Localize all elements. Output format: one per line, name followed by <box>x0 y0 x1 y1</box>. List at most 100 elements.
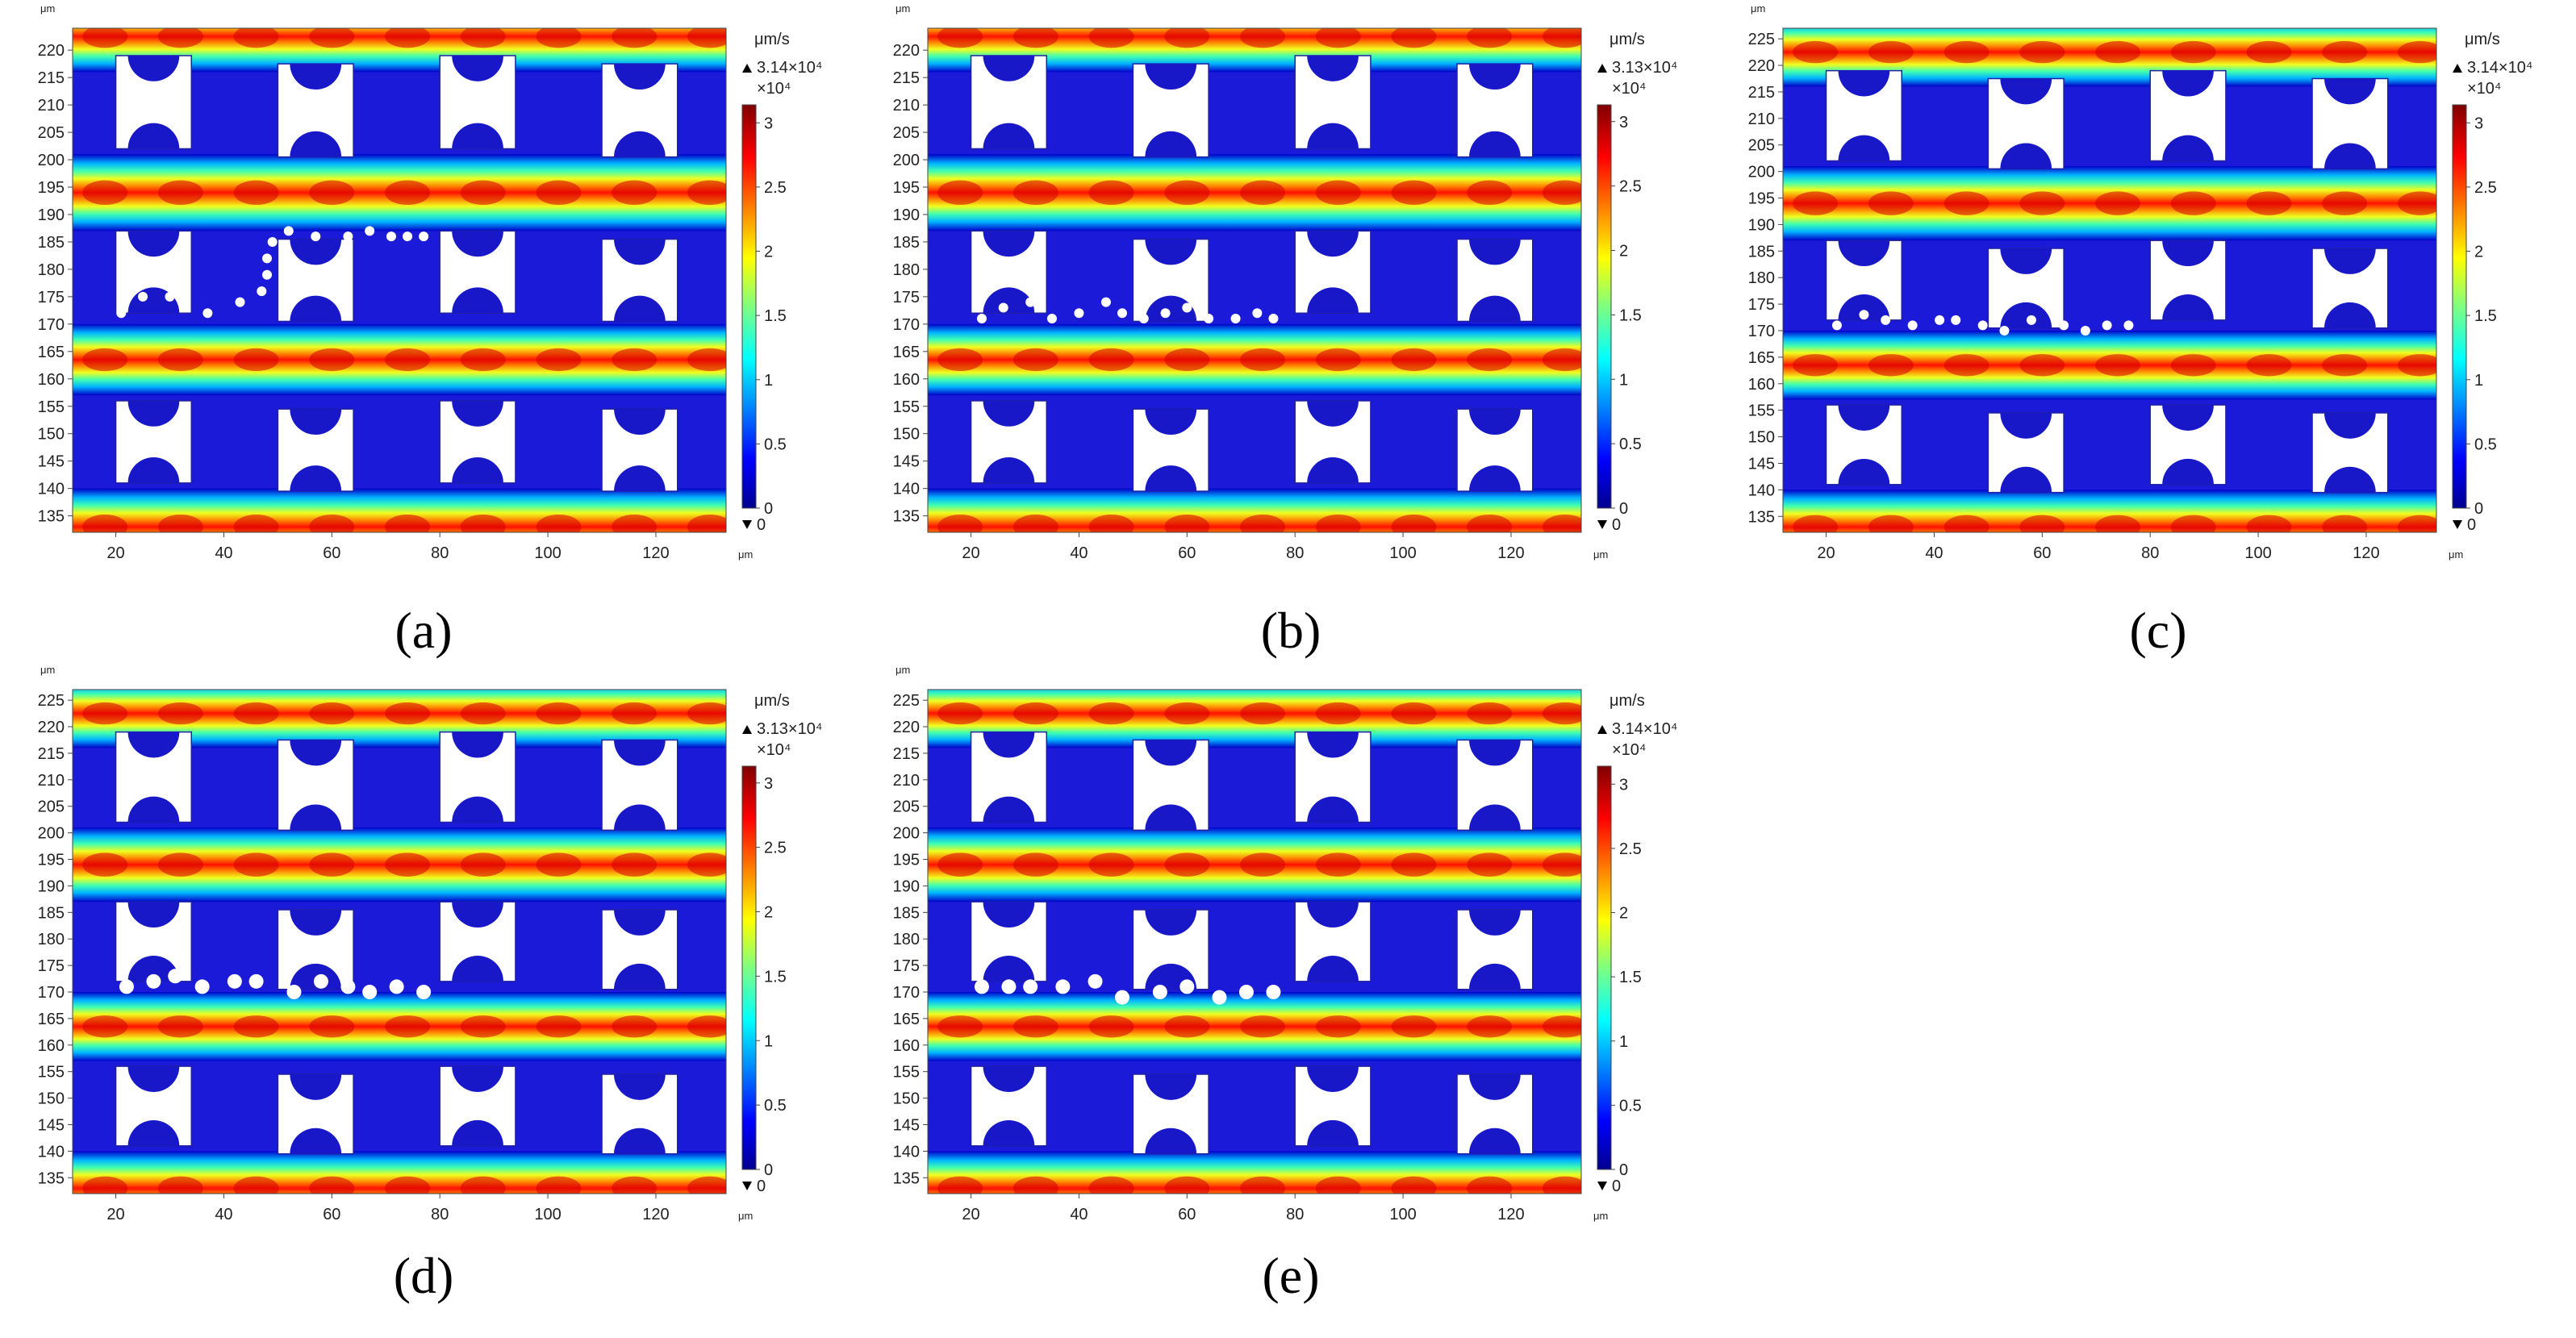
flow-hotspot <box>157 852 203 877</box>
y-tick-label: 175 <box>38 957 65 975</box>
pillar-bottom-cutout <box>2324 143 2376 169</box>
flow-hotspot <box>2397 191 2436 215</box>
y-tick-label: 165 <box>893 344 920 361</box>
y-tick-label: 160 <box>893 371 920 389</box>
y-unit: μm <box>1751 2 1765 15</box>
colorbar-tick-label: 1 <box>2474 372 2483 390</box>
flow-hotspot <box>1868 515 1914 532</box>
particle-13 <box>1268 314 1279 324</box>
y-tick-label: 150 <box>893 426 920 444</box>
flow-hotspot <box>2095 354 2141 377</box>
pillar-bottom-cutout <box>1838 458 1890 485</box>
particle-9 <box>1182 302 1192 313</box>
flow-hotspot <box>1542 514 1581 532</box>
flow-hotspot <box>233 180 279 206</box>
y-tick-label: 205 <box>893 798 920 816</box>
flow-hotspot <box>1315 514 1361 532</box>
particle-4 <box>1935 315 1945 325</box>
y-tick-label: 175 <box>1748 296 1775 314</box>
colorbar-tick-label: 1.5 <box>1619 969 1642 986</box>
flow-hotspot <box>1012 514 1058 532</box>
flow-hotspot <box>1088 702 1134 725</box>
flow-hotspot <box>687 348 726 372</box>
colorbar-tick-label: 2.5 <box>2474 179 2497 197</box>
y-tick-label: 135 <box>1748 508 1775 526</box>
y-tick-label: 195 <box>1748 190 1775 208</box>
y-tick-label: 220 <box>38 42 65 60</box>
flow-hotspot <box>460 348 506 372</box>
axis-frame <box>927 27 1582 533</box>
flow-hotspot <box>1240 852 1286 877</box>
x-tick-label: 40 <box>215 544 232 562</box>
y-tick-label: 145 <box>38 1116 65 1134</box>
y-tick-label: 210 <box>893 772 920 790</box>
pillar-top-cutout <box>127 732 180 758</box>
flow-hotspot <box>2019 515 2065 532</box>
y-tick-label: 190 <box>893 877 920 895</box>
flow-hotspot <box>1943 40 1989 64</box>
y-tick-label: 220 <box>893 42 920 60</box>
chart-svg: 1351401451501551601651701751801851901952… <box>893 2 1678 562</box>
y-tick-label: 220 <box>38 719 65 736</box>
colorbar-tick-label: 1 <box>1619 371 1628 389</box>
y-tick-label: 205 <box>38 124 65 142</box>
flow-hotspot <box>687 1176 726 1194</box>
flow-hotspot <box>2170 515 2216 532</box>
y-tick-label: 175 <box>893 957 920 975</box>
x-tick-label: 100 <box>534 1206 561 1223</box>
particle-7 <box>1138 314 1149 324</box>
flow-hotspot <box>82 1176 128 1194</box>
y-tick-label: 215 <box>38 69 65 87</box>
colorbar-unit: μm/s <box>754 31 790 48</box>
particle-4 <box>227 973 242 989</box>
y-tick-label: 205 <box>893 124 920 142</box>
flow-hotspot <box>385 348 431 372</box>
flow-hotspot <box>2095 40 2141 64</box>
particle-2 <box>1881 315 1891 325</box>
colorbar-min: 0 <box>1612 1178 1621 1195</box>
pillar-top-cutout <box>614 910 666 936</box>
pillar-bottom-cutout <box>127 1119 180 1146</box>
pillar-bottom-cutout <box>452 796 503 823</box>
particle-0 <box>974 979 989 994</box>
flow-hotspot <box>2170 354 2216 377</box>
y-tick-label: 155 <box>893 398 920 416</box>
y-tick-label: 180 <box>38 931 65 948</box>
y-tick-label: 225 <box>893 692 920 710</box>
pillar-bottom-cutout <box>1469 465 1521 492</box>
pillar-bottom-cutout <box>614 131 666 157</box>
flow-hotspot <box>2322 191 2368 215</box>
colorbar-tick-label: 0 <box>1619 1161 1628 1179</box>
pillar-top-cutout <box>1469 1073 1521 1100</box>
x-tick-label: 20 <box>1817 544 1835 562</box>
colorbar-tick-label: 0 <box>2474 500 2483 518</box>
particle-8 <box>2026 315 2036 325</box>
flow-hotspot <box>1467 1015 1513 1038</box>
x-tick-label: 80 <box>1286 1206 1304 1223</box>
x-tick-label: 80 <box>1286 544 1304 562</box>
flow-hotspot <box>233 702 279 725</box>
flow-hotspot <box>1012 702 1058 725</box>
min-triangle-icon <box>2453 520 2462 529</box>
flow-hotspot <box>1391 514 1437 532</box>
pillar-bottom-cutout <box>614 465 666 492</box>
flow-hotspot <box>1391 1015 1437 1038</box>
flow-hotspot <box>937 1015 983 1038</box>
y-tick-label: 205 <box>1748 137 1775 155</box>
y-tick-label: 155 <box>1748 402 1775 420</box>
pillar-bottom-cutout <box>1307 955 1359 982</box>
flow-hotspot <box>536 1176 582 1194</box>
pillar-bottom-cutout <box>1469 804 1521 831</box>
y-tick-label: 170 <box>893 316 920 334</box>
flow-hotspot <box>1240 702 1286 725</box>
pillar-bottom-cutout <box>2000 302 2052 328</box>
x-tick-label: 120 <box>1497 544 1524 562</box>
flow-hotspot <box>1012 28 1058 48</box>
flow-hotspot <box>612 1015 658 1038</box>
pillar-top-cutout <box>1307 400 1359 427</box>
y-tick-label: 150 <box>893 1090 920 1108</box>
flow-hotspot <box>2397 40 2436 64</box>
colorbar-tick-label: 2.5 <box>1619 178 1642 196</box>
y-unit: μm <box>896 664 910 676</box>
